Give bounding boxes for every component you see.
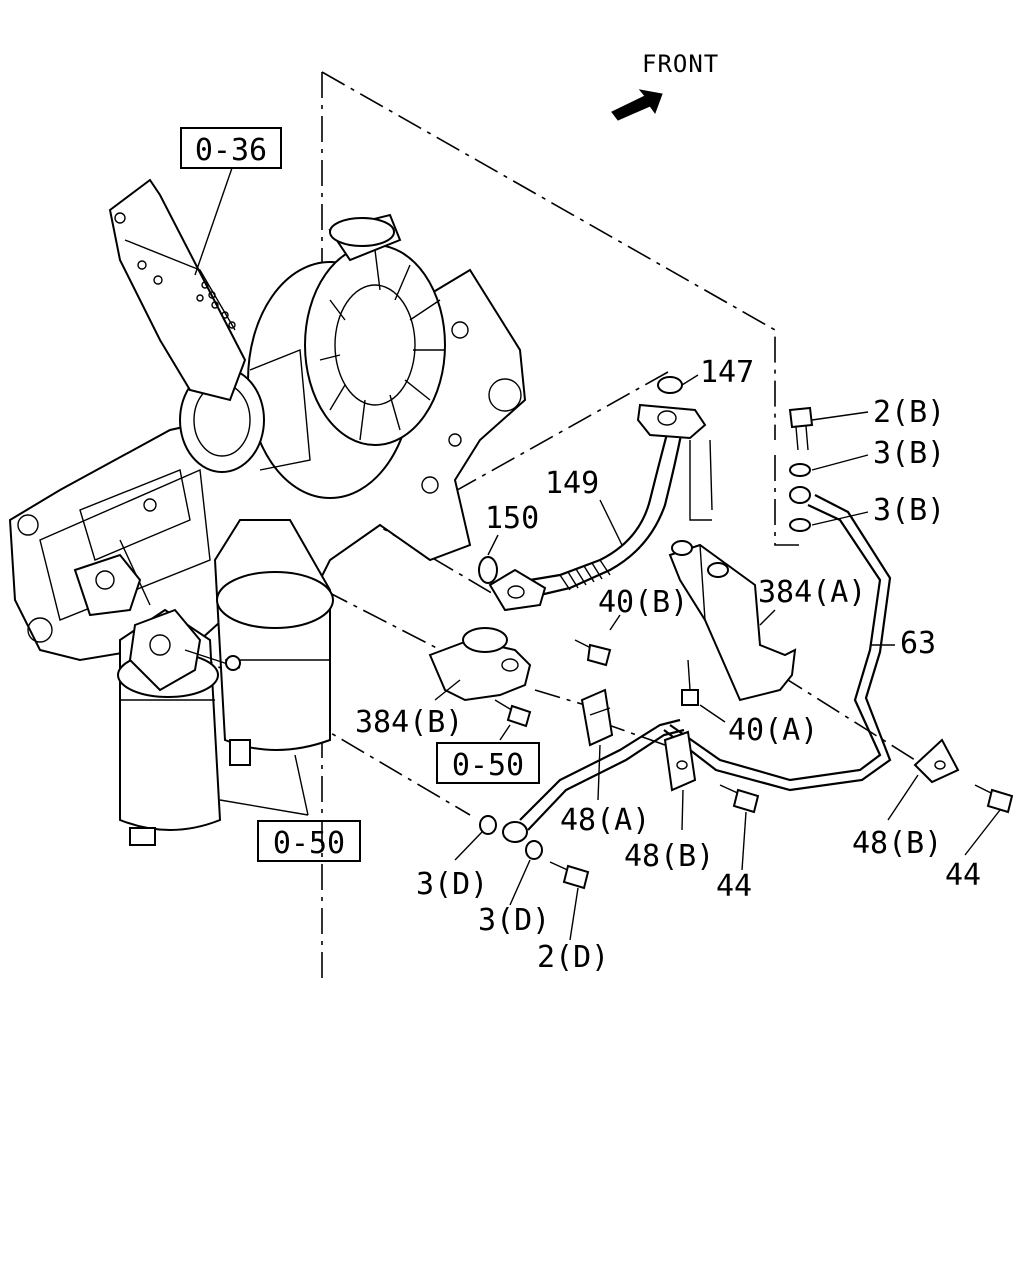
clamp-48b-right — [913, 738, 960, 784]
ref-box-0-50-upper[interactable]: 0-50 — [436, 742, 540, 784]
o-ring-150 — [478, 556, 498, 584]
front-arrow-icon — [611, 89, 663, 121]
callouts: 147 2(B) 3(B) 3(B) 149 150 384(A) 40(B) … — [355, 355, 981, 975]
ref-label-0-36: 0-36 — [195, 133, 267, 168]
ref-box-0-36[interactable]: 0-36 — [180, 127, 282, 169]
callout-149: 149 — [545, 466, 599, 501]
callout-3d-left: 3(D) — [416, 867, 488, 902]
callout-2d: 2(D) — [537, 940, 609, 975]
front-label: FRONT — [642, 50, 719, 78]
bracket-384b — [428, 627, 532, 702]
callout-3b-lower: 3(B) — [873, 493, 945, 528]
bracket-384a — [668, 439, 797, 702]
front-indicator: FRONT — [611, 50, 719, 121]
oil-pipe-63 — [663, 486, 892, 792]
callout-150: 150 — [485, 501, 539, 536]
ref-box-0-50-lower[interactable]: 0-50 — [257, 820, 361, 862]
ref-label-0-50-upper: 0-50 — [452, 748, 524, 783]
callout-40a: 40(A) — [728, 713, 818, 748]
clamp-48a — [580, 688, 614, 747]
callout-147: 147 — [700, 355, 754, 390]
clamp-48b-center — [663, 730, 697, 792]
callout-44-right: 44 — [945, 858, 981, 893]
callout-3b-upper: 3(B) — [873, 436, 945, 471]
oil-pipe-lower — [502, 718, 685, 843]
callout-2b: 2(B) — [873, 395, 945, 430]
callout-48b-right: 48(B) — [852, 826, 942, 861]
callout-63: 63 — [900, 626, 936, 661]
callout-48a: 48(A) — [560, 803, 650, 838]
callout-40b: 40(B) — [598, 585, 688, 620]
leader-lines — [194, 167, 1001, 941]
callout-384a: 384(A) — [758, 575, 866, 610]
callout-48b-center: 48(B) — [624, 839, 714, 874]
callout-384b: 384(B) — [355, 705, 463, 740]
oil-pipe-149 — [488, 403, 707, 612]
callout-3d-right: 3(D) — [478, 903, 550, 938]
callout-44-center: 44 — [716, 869, 752, 904]
o-ring-147 — [657, 376, 683, 394]
engine-assembly — [8, 178, 527, 846]
ref-label-0-50-lower: 0-50 — [273, 826, 345, 861]
fasteners — [479, 406, 1014, 890]
